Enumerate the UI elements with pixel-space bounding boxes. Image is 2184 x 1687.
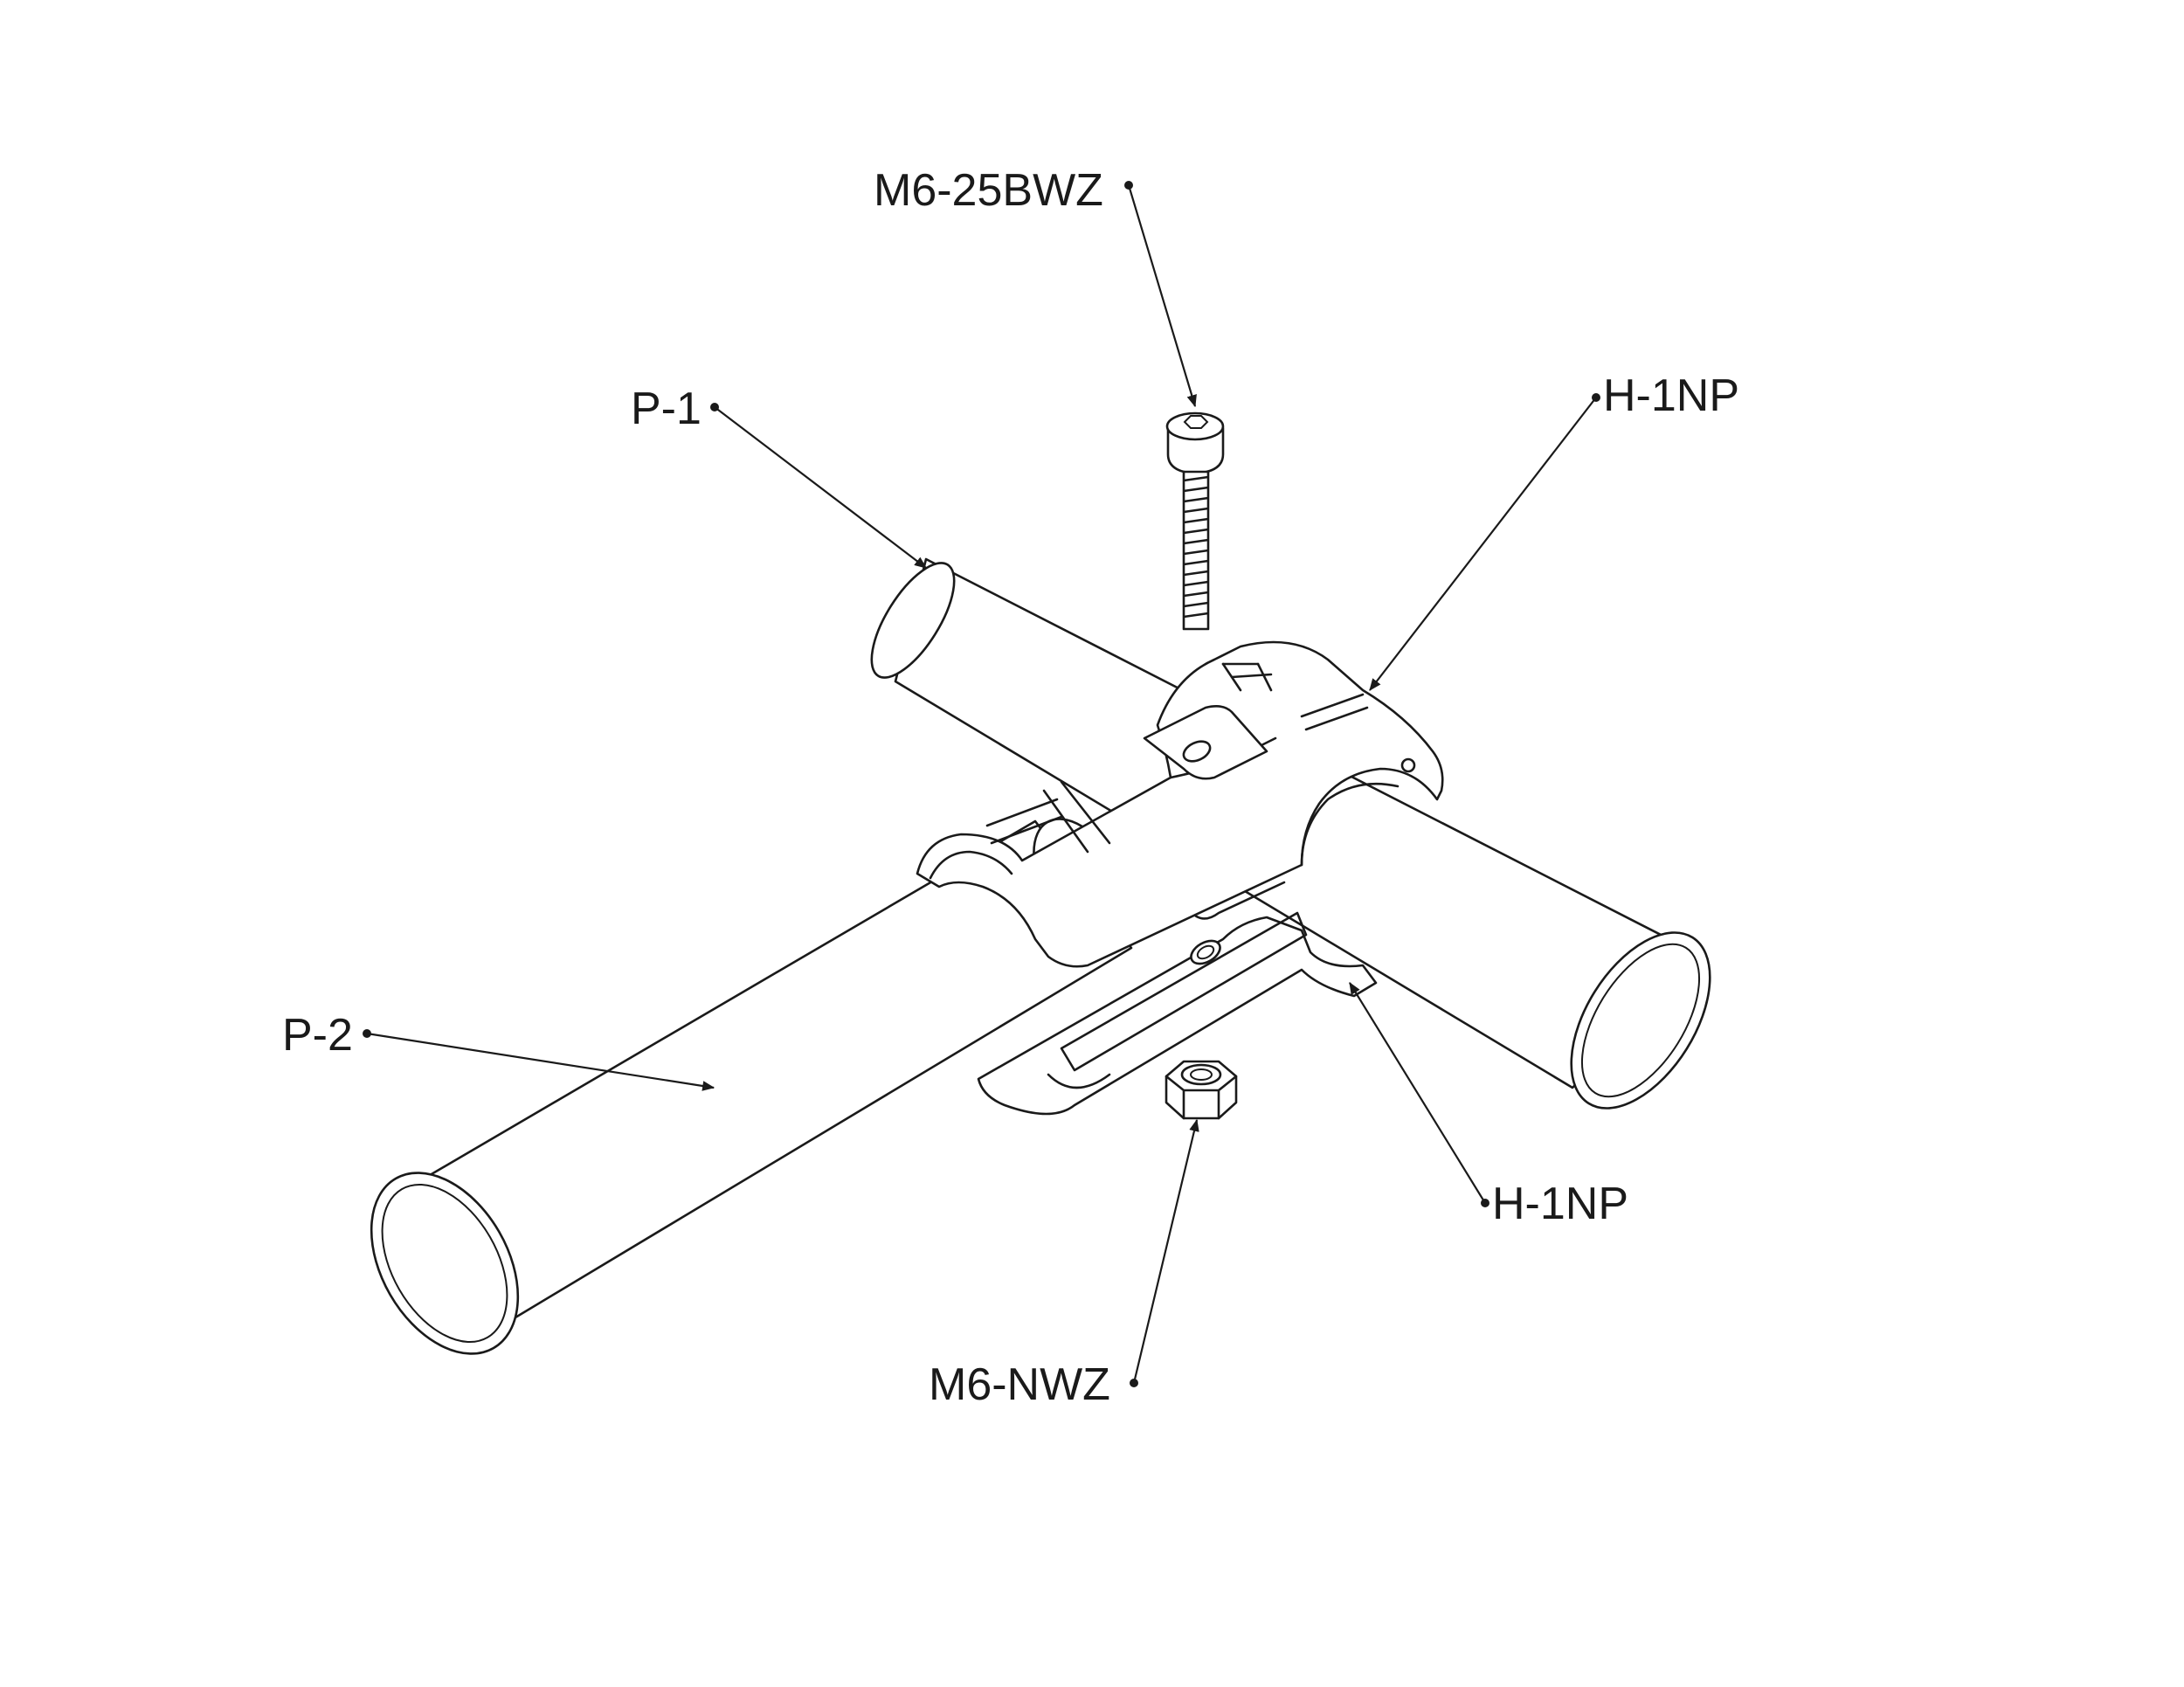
leader-joint-top [1369,393,1600,691]
joint-upper [916,640,1444,968]
leader-joint-bottom [1349,982,1489,1207]
bolt [1165,411,1225,631]
label-bolt: M6-25BWZ [874,165,1103,216]
joint-lower [977,881,1378,1116]
nut [1165,1060,1238,1120]
leader-p1 [710,403,927,569]
label-pipe-p2: P-2 [282,1010,353,1061]
leader-bolt [1124,181,1197,408]
label-pipe-p1: P-1 [631,384,702,434]
label-joint-bottom: H-1NP [1492,1179,1628,1229]
label-nut: M6-NWZ [929,1359,1110,1410]
label-joint-top: H-1NP [1603,370,1739,421]
leader-p2 [363,1029,715,1091]
bolt-thread [1183,475,1209,619]
leader-nut [1130,1118,1199,1387]
